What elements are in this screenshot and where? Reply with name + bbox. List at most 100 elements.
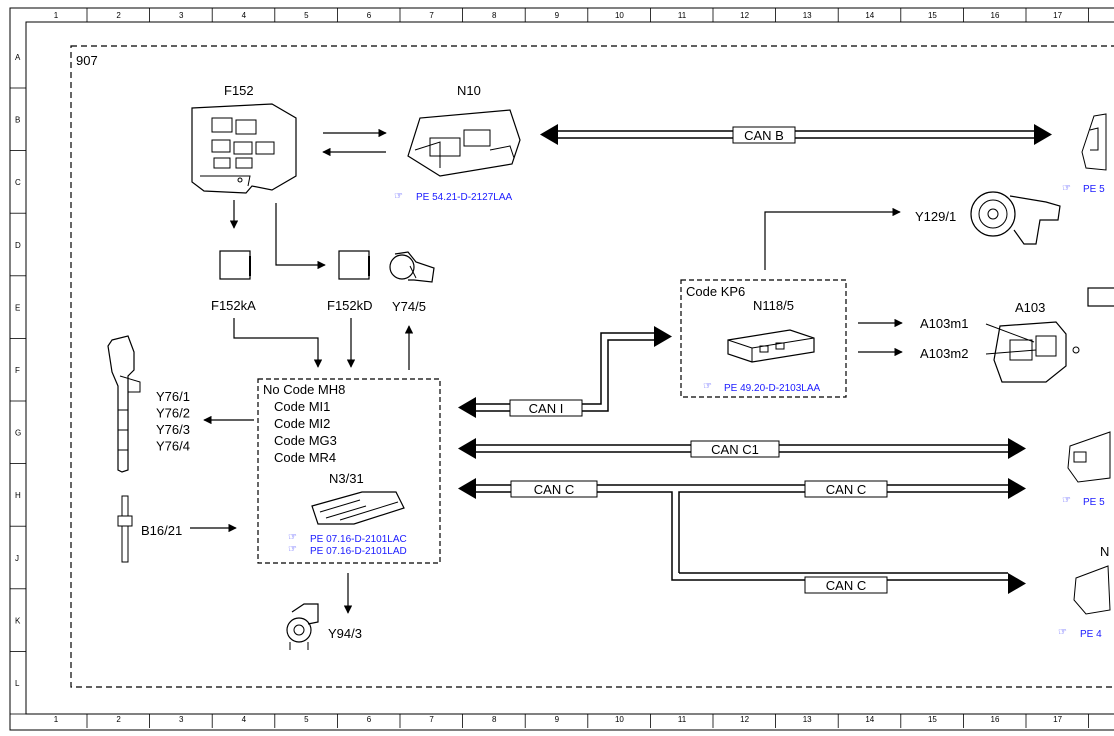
bus-label-can-c-right: CAN C: [826, 482, 866, 497]
relay-f152kd-icon[interactable]: [338, 250, 370, 280]
label-y129-1: Y129/1: [915, 209, 956, 224]
grid-row-label: K: [15, 616, 21, 625]
label-y76-item: Y76/4: [156, 439, 190, 454]
right-module-mid-icon: [1067, 431, 1111, 483]
grid-column-label: 6: [367, 11, 372, 20]
ref-n10-link[interactable]: PE 54.21-D-2127LAA: [416, 192, 513, 203]
sensor-b16-21-icon[interactable]: [117, 495, 133, 563]
grid-column-label: 12: [740, 11, 749, 20]
grid-column-label: 2: [116, 11, 121, 20]
grid-column-label: 10: [615, 11, 624, 20]
bus-can-c: CAN C CAN C CAN C: [458, 478, 1026, 594]
grid-column-label: 11: [678, 11, 687, 20]
bus-label-can-b: CAN B: [744, 128, 784, 143]
hand-pointer-icon: ☞: [288, 544, 297, 555]
label-f152kd: F152kD: [327, 298, 373, 313]
label-code-kp6: Code KP6: [686, 284, 745, 299]
grid-row-label: L: [15, 679, 20, 688]
label-y94-3: Y94/3: [328, 626, 362, 641]
ref-n118-5-link[interactable]: PE 49.20-D-2103LAA: [724, 383, 821, 394]
label-n118-5: N118/5: [753, 298, 794, 313]
valve-y94-3-icon[interactable]: [286, 603, 319, 650]
grid-column-label: 5: [304, 715, 309, 724]
grid-row-label: H: [15, 491, 21, 500]
right-module-bottom-icon: [1073, 565, 1111, 615]
grid-row-label: C: [15, 178, 21, 187]
grid-column-label: 14: [865, 715, 874, 724]
hand-pointer-icon: ☞: [703, 381, 712, 392]
pump-y129-1-icon[interactable]: [970, 191, 1061, 245]
group-id: 907: [76, 53, 98, 68]
grid-column-label: 6: [367, 715, 372, 724]
grid-column-label: 16: [991, 11, 1000, 20]
ref-right-top[interactable]: PE 5: [1083, 184, 1105, 195]
ref-n3-31-link-1[interactable]: PE 07.16-D-2101LAC: [310, 534, 407, 545]
n118-5-box: [680, 279, 847, 398]
label-n10: N10: [457, 83, 481, 98]
label-y76-item: Y76/1: [156, 389, 190, 404]
label-right-partial: N: [1100, 544, 1109, 559]
grid-row-label: D: [15, 241, 21, 250]
grid-column-label: 17: [1053, 11, 1062, 20]
f152-fusebox-icon[interactable]: [191, 103, 297, 194]
grid-column-label: 7: [429, 715, 434, 724]
grid-column-label: 10: [615, 715, 624, 724]
injector-y76-icon[interactable]: [107, 335, 141, 473]
grid-row-label: J: [15, 554, 19, 563]
hand-pointer-icon: ☞: [1058, 627, 1067, 638]
ref-right-mid[interactable]: PE 5: [1083, 497, 1105, 508]
grid-column-label: 5: [304, 11, 309, 20]
bus-can-c1: CAN C1: [458, 438, 1026, 459]
grid-column-label: 3: [179, 715, 184, 724]
n3-code-item: Code MI2: [274, 416, 330, 431]
grid-column-label: 4: [242, 715, 247, 724]
label-a103: A103: [1015, 300, 1045, 315]
module-n118-5-icon[interactable]: [727, 329, 815, 363]
label-y76-item: Y76/3: [156, 422, 190, 437]
grid-column-label: 13: [803, 11, 812, 20]
grid-column-label: 1: [54, 715, 59, 724]
ecu-n3-31-icon[interactable]: [311, 491, 405, 525]
ref-right-bottom[interactable]: PE 4: [1080, 629, 1102, 640]
grid-column-label: 8: [492, 715, 497, 724]
grid-row-label: G: [15, 429, 21, 438]
n10-module-icon[interactable]: [407, 109, 521, 177]
bus-label-can-c1: CAN C1: [711, 442, 759, 457]
grid-column-label: 17: [1053, 715, 1062, 724]
n3-code-item: No Code MH8: [263, 382, 345, 397]
grid-column-label: 8: [492, 11, 497, 20]
drawing-frame: 1122334455667788991010111112121313141415…: [9, 7, 1114, 731]
grid-column-label: 14: [865, 11, 874, 20]
grid-column-label: 2: [116, 715, 121, 724]
label-a103m1: A103m1: [920, 316, 968, 331]
grid-column-label: 15: [928, 11, 937, 20]
valve-y74-5-icon[interactable]: [389, 251, 435, 283]
actuator-a103-icon[interactable]: [985, 321, 1080, 383]
ref-n10[interactable]: ☞ PE 54.21-D-2127LAA: [394, 191, 513, 203]
grid-column-label: 13: [803, 715, 812, 724]
hand-pointer-icon: ☞: [1062, 183, 1071, 194]
hand-pointer-icon: ☞: [288, 532, 297, 543]
grid-column-label: 3: [179, 11, 184, 20]
bus-label-can-c-lower: CAN C: [826, 578, 866, 593]
grid-row-label: F: [15, 366, 20, 375]
grid-column-label: 11: [678, 715, 687, 724]
grid-column-label: 4: [242, 11, 247, 20]
ref-n3-31-link-2[interactable]: PE 07.16-D-2101LAD: [310, 546, 407, 557]
bus-can-b: CAN B: [540, 124, 1052, 145]
grid-column-label: 1: [54, 11, 59, 20]
label-f152: F152: [224, 83, 254, 98]
grid-column-label: 12: [740, 715, 749, 724]
hand-pointer-icon: ☞: [1062, 495, 1071, 506]
label-y76-item: Y76/2: [156, 406, 190, 421]
label-n3-31: N3/31: [329, 471, 364, 486]
right-module-top-icon: [1081, 113, 1107, 171]
grid-column-label: 9: [555, 11, 560, 20]
relay-f152ka-icon[interactable]: [219, 250, 251, 280]
label-a103m2: A103m2: [920, 346, 968, 361]
ref-n3-31: ☞ PE 07.16-D-2101LAC ☞ PE 07.16-D-2101LA…: [288, 532, 407, 557]
bus-can-i: CAN I: [458, 326, 672, 418]
